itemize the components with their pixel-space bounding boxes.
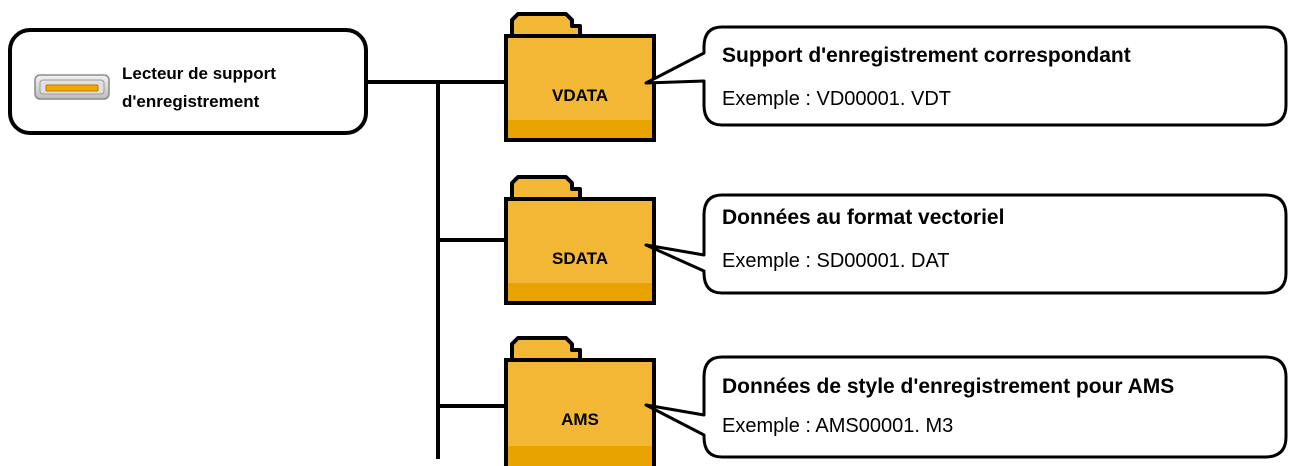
folder-icon [504,175,656,305]
callout-vdata [644,25,1288,127]
folder-label: VDATA [551,86,609,105]
callout-description: Support d'enregistrement correspondant [722,44,1131,67]
folder-icon [504,12,656,142]
callout-example: Exemple : SD00001. DAT [722,250,950,272]
drive-node: Lecteur de support d'enregistrement [8,28,368,135]
callout-example: Exemple : VD00001. VDT [722,88,951,110]
callout-ams [644,355,1288,459]
folder-sdata[interactable]: SDATA [504,175,656,305]
callout-description: Données de style d'enregistrement pour A… [722,375,1175,398]
folder-vdata[interactable]: VDATA [504,12,656,142]
drive-label: Lecteur de support d'enregistrement [122,64,276,111]
folder-ams[interactable]: AMS [504,336,656,466]
callout-sdata [644,193,1288,295]
callout-example: Exemple : AMS00001. M3 [722,415,954,437]
folder-icon [504,336,656,466]
folder-label: SDATA [551,249,609,268]
callout-description: Données au format vectoriel [722,206,1005,229]
media-drive-icon [34,74,110,100]
folder-label: AMS [561,410,599,429]
